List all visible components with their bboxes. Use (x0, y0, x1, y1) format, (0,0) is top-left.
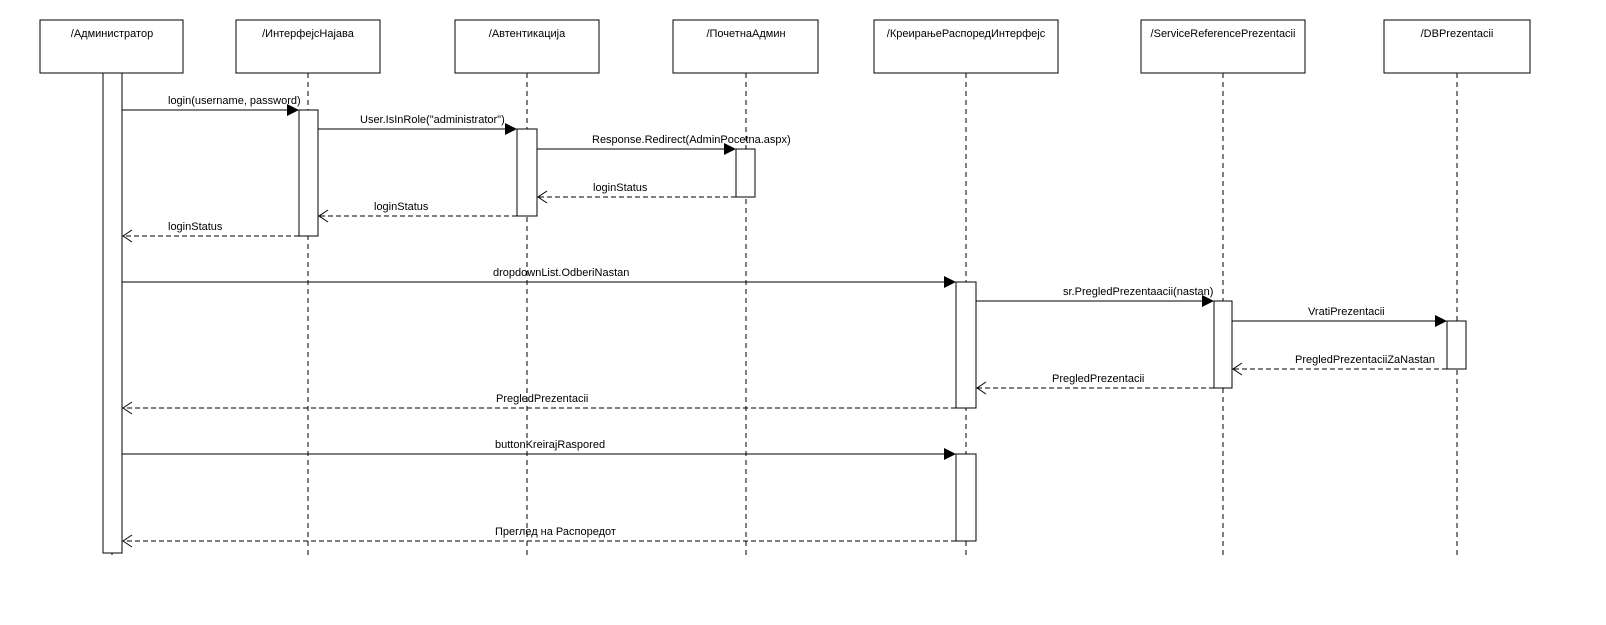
message-pregled-na-rasporedot: Преглед на Распоредот (122, 526, 956, 548)
activation-db (1446, 320, 1467, 370)
message-login-status-3: loginStatus (122, 221, 299, 243)
activation-admin (102, 72, 123, 554)
message-vrati-prezentacii: VratiPrezentacii (1232, 306, 1447, 327)
lifeline-home[interactable]: /ПочетнаАдмин (672, 19, 819, 74)
message-label: dropdownList.OdberiNastan (493, 267, 629, 279)
arrowhead-filled-icon (1435, 315, 1447, 327)
message-button-kreiraj-raspored: buttonKreirajRaspored (122, 439, 956, 460)
message-pregled-prezentacii-1: PregledPrezentacii (976, 373, 1214, 395)
lifeline-db[interactable]: /DBPrezentacii (1383, 19, 1531, 74)
lifeline-headers: /Администратор /ИнтерфејсНајава /Автенти… (39, 19, 1531, 74)
message-redirect: Response.Redirect(AdminPocetna.aspx) (537, 134, 791, 155)
message-label: buttonKreirajRaspored (495, 439, 605, 451)
lifeline-label-schedule-ui: /КреирањеРаспоредИнтерфејс (887, 28, 1046, 40)
message-label: VratiPrezentacii (1308, 306, 1385, 318)
message-sr-pregled: sr.PregledPrezentaacii(nastan) (976, 286, 1214, 307)
lifeline-schedule-ui[interactable]: /КреирањеРаспоредИнтерфејс (873, 19, 1059, 74)
lifeline-label-service: /ServiceReferencePrezentacii (1151, 28, 1296, 40)
activation-login-ui (298, 109, 319, 237)
lifeline-label-home: /ПочетнаАдмин (706, 28, 785, 40)
lifeline-login-ui[interactable]: /ИнтерфејсНајава (235, 19, 381, 74)
activation-bars (102, 72, 1467, 554)
lifeline-admin[interactable]: /Администратор (39, 19, 184, 74)
message-label: sr.PregledPrezentaacii(nastan) (1063, 286, 1213, 298)
message-label: loginStatus (374, 201, 429, 213)
message-label: login(username, password) (168, 95, 301, 107)
arrowhead-open-icon (122, 534, 133, 548)
lifeline-label-db: /DBPrezentacii (1421, 28, 1494, 40)
message-pregled-prezentacii-2: PregledPrezentacii (122, 393, 956, 415)
arrowhead-filled-icon (724, 143, 736, 155)
arrowhead-filled-icon (1202, 295, 1214, 307)
arrowhead-open-icon (122, 401, 133, 415)
message-is-in-role: User.IsInRole("administrator") (318, 114, 517, 135)
arrowhead-open-icon (1232, 362, 1243, 376)
message-label: Преглед на Распоредот (495, 526, 616, 538)
activation-auth (516, 128, 538, 217)
lifeline-label-auth: /Автентикација (489, 28, 566, 40)
message-label: PregledPrezentacii (496, 393, 588, 405)
arrowhead-filled-icon (944, 276, 956, 288)
message-login-status-2: loginStatus (318, 201, 517, 223)
arrowhead-filled-icon (505, 123, 517, 135)
lifeline-label-login-ui: /ИнтерфејсНајава (262, 28, 355, 40)
activation-schedule-ui-2 (955, 453, 977, 542)
arrowhead-open-icon (537, 190, 548, 204)
messages: login(username, password) User.IsInRole(… (122, 95, 1447, 548)
message-pregled-za-nastan: PregledPrezentaciiZaNastan (1232, 354, 1447, 376)
lifeline-auth[interactable]: /Автентикација (454, 19, 600, 74)
arrowhead-open-icon (318, 209, 329, 223)
activation-service (1213, 300, 1233, 389)
arrowhead-open-icon (122, 229, 133, 243)
message-dropdown-odberi-nastan: dropdownList.OdberiNastan (122, 267, 956, 288)
message-label: PregledPrezentaciiZaNastan (1295, 354, 1435, 366)
message-login-status-1: loginStatus (537, 182, 736, 204)
activation-schedule-ui-1 (955, 281, 977, 409)
arrowhead-filled-icon (944, 448, 956, 460)
lifeline-label-admin: /Администратор (71, 28, 153, 40)
message-label: Response.Redirect(AdminPocetna.aspx) (592, 134, 791, 146)
message-label: loginStatus (593, 182, 648, 194)
lifeline-service[interactable]: /ServiceReferencePrezentacii (1140, 19, 1306, 74)
message-label: User.IsInRole("administrator") (360, 114, 505, 126)
message-label: loginStatus (168, 221, 223, 233)
arrowhead-open-icon (976, 381, 987, 395)
message-label: PregledPrezentacii (1052, 373, 1144, 385)
activation-home (735, 148, 756, 198)
arrowhead-filled-icon (287, 104, 299, 116)
message-login: login(username, password) (122, 95, 301, 116)
